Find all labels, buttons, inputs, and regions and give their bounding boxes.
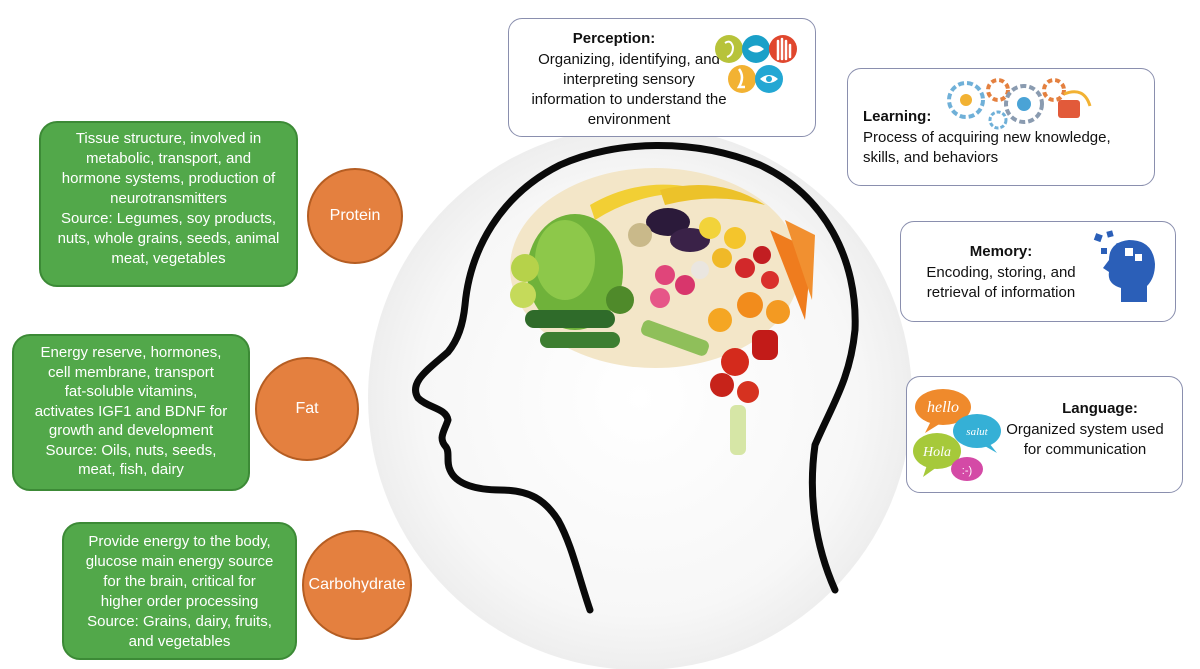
protein-line-6: nuts, whole grains, seeds, animal <box>57 230 280 247</box>
fat-line-2: cell membrane, transport <box>48 363 214 381</box>
perception-title: Perception: <box>572 30 656 47</box>
perception-box: Perception: Organizing, identifying, and… <box>508 18 816 137</box>
language-box: hello salut Hola :-) Language: Organized… <box>906 376 1183 493</box>
senses-icon <box>715 35 797 93</box>
fat-circle: Fat <box>255 357 359 461</box>
language-line-1: Organized system used <box>1006 421 1164 438</box>
carbohydrate-line-3: for the brain, critical for <box>103 573 256 590</box>
bubble-smiley: :-) <box>962 465 972 477</box>
protein-line-2: metabolic, transport, and <box>85 150 252 167</box>
carbohydrate-description-box: Provide energy to the body, glucose main… <box>62 522 297 660</box>
fat-label: Fat <box>295 400 319 417</box>
bubble-hola: Hola <box>922 445 951 460</box>
fat-description-box: Energy reserve, hormones, cell membrane,… <box>12 334 250 491</box>
food-brain <box>510 168 815 455</box>
language-line-2: for communication <box>1023 441 1147 458</box>
carbohydrate-line-4: higher order processing <box>100 593 259 610</box>
carbohydrate-circle: Carbohydrate <box>302 530 412 640</box>
perception-text: Organizing, identifying, and interpretin… <box>509 50 749 130</box>
memory-box: Memory: Encoding, storing, and retrieval… <box>900 221 1176 322</box>
language-title: Language: <box>1062 400 1138 417</box>
bubble-salut: salut <box>966 426 988 438</box>
bubble-hello: hello <box>927 399 959 416</box>
protein-line-4: neurotransmitters <box>110 190 227 207</box>
learning-text: Process of acquiring new knowledge, skil… <box>863 128 1111 168</box>
head-outline <box>412 142 859 614</box>
gears-icon <box>947 78 1092 130</box>
learning-line-1: Process of acquiring new knowledge, <box>863 129 1111 146</box>
carbohydrate-line-6: and vegetables <box>128 633 231 650</box>
perception-line-2: interpreting sensory <box>563 71 695 88</box>
learning-box: Learning: Process of acquiring new knowl… <box>847 68 1155 186</box>
protein-line-1: Tissue structure, involved in <box>75 130 262 147</box>
protein-description-box: Tissue structure, involved in metabolic,… <box>39 121 298 287</box>
learning-line-2: skills, and behaviors <box>863 149 999 166</box>
learning-title: Learning: <box>863 108 932 125</box>
language-text: Organized system used for communication <box>995 420 1175 460</box>
carbohydrate-line-2: glucose main energy source <box>85 553 274 570</box>
fat-line-3: fat-soluble vitamins, <box>64 383 198 400</box>
memory-title: Memory: <box>969 243 1033 260</box>
perception-line-4: environment <box>587 111 671 128</box>
fat-line-7: meat, fish, dairy <box>78 461 184 478</box>
protein-circle: Protein <box>307 168 403 264</box>
memory-line-1: Encoding, storing, and <box>926 264 1076 281</box>
protein-line-3: hormone systems, production of <box>61 170 276 187</box>
fat-line-1: Energy reserve, hormones, <box>40 344 222 361</box>
fat-line-6: Source: Oils, nuts, seeds, <box>45 441 217 459</box>
head-puzzle-icon <box>1093 230 1155 302</box>
memory-line-2: retrieval of information <box>926 284 1076 301</box>
carbohydrate-label: Carbohydrate <box>308 576 406 593</box>
speech-bubbles-icon: hello salut Hola :-) <box>913 389 1001 481</box>
carbohydrate-line-1: Provide energy to the body, <box>88 533 271 550</box>
fat-line-5: growth and development <box>48 422 214 439</box>
perception-line-3: information to understand the <box>531 91 727 108</box>
carbohydrate-line-5: Source: Grains, dairy, fruits, <box>87 613 272 630</box>
protein-line-7: meat, vegetables <box>111 250 226 267</box>
protein-line-5: Source: Legumes, soy products, <box>60 210 277 227</box>
protein-label: Protein <box>329 207 381 224</box>
perception-line-1: Organizing, identifying, and <box>538 51 720 68</box>
fat-line-4: activates IGF1 and BDNF for <box>34 402 228 420</box>
memory-text: Encoding, storing, and retrieval of info… <box>901 263 1101 303</box>
